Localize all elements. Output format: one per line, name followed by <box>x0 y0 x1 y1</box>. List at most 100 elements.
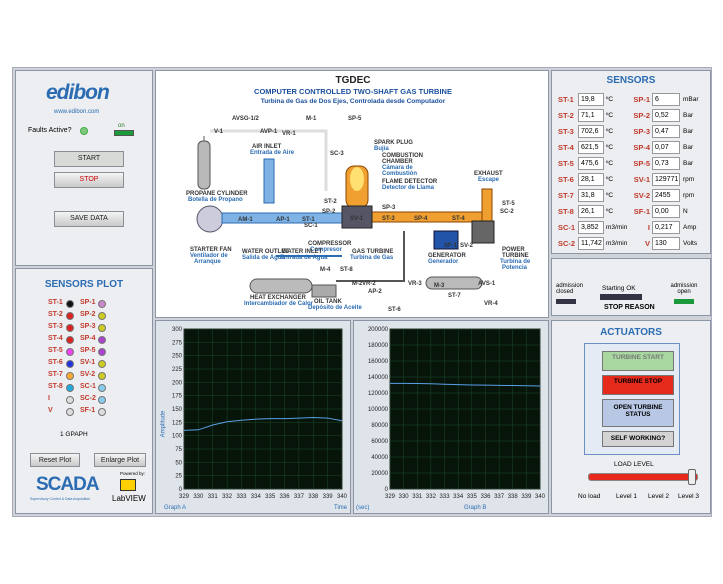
legend-toggle[interactable] <box>66 348 74 356</box>
series-line <box>183 417 343 431</box>
legend-toggle[interactable] <box>98 336 106 344</box>
label-detector-llama: Detector de Llama <box>382 185 435 191</box>
sensor-value: 2455 <box>652 189 680 202</box>
label-st6: ST-6 <box>388 307 401 313</box>
sensor-label: ST-2 <box>558 111 574 120</box>
turbine-stop-button[interactable]: TURBINE STOP <box>602 375 674 395</box>
status-panel: admission closed Starting OK admission o… <box>551 258 711 316</box>
legend-toggle[interactable] <box>66 312 74 320</box>
sensor-label: ST-7 <box>558 191 574 200</box>
x-tick-label: 332 <box>426 494 437 500</box>
legend-toggle[interactable] <box>66 396 74 404</box>
sensor-value: 0,73 <box>652 157 680 170</box>
legend-toggle[interactable] <box>98 324 106 332</box>
legend-toggle[interactable] <box>66 360 74 368</box>
label-deposito: Depósito de Aceite <box>308 305 362 311</box>
legend-toggle[interactable] <box>98 300 106 308</box>
legend-toggle[interactable] <box>66 336 74 344</box>
sensor-value: 71,1 <box>578 109 604 122</box>
label-gas-turbine: GAS TURBINE <box>352 249 394 255</box>
sensor-unit: Bar <box>683 160 694 167</box>
label-vr2: VR-2 <box>362 281 376 287</box>
faults-led <box>80 127 88 135</box>
load-tick-2: Level 2 <box>648 493 669 500</box>
open-turbine-status-button[interactable]: OPEN TURBINE STATUS <box>602 399 674 427</box>
diagram-title: TGDEC <box>335 75 371 86</box>
stop-button[interactable]: STOP <box>54 172 124 188</box>
label-entrada-agua: Entrada de Agua <box>280 255 328 261</box>
legend-toggle[interactable] <box>66 384 74 392</box>
label-st3: ST-3 <box>382 216 395 222</box>
legend-toggle[interactable] <box>98 348 106 356</box>
enlarge-plot-button[interactable]: Enlarge Plot <box>94 453 146 467</box>
label-intercambiador: Intercambiador de Calor <box>244 301 314 307</box>
label-sp4: SP-4 <box>414 216 428 222</box>
legend-label: SF-1 <box>80 407 96 414</box>
admission-open-label: admission open <box>670 283 698 295</box>
legend-toggle[interactable] <box>66 324 74 332</box>
x-tick-label: 333 <box>236 494 247 500</box>
load-level-slider-thumb[interactable] <box>688 469 696 485</box>
legend-label: ST-5 <box>48 347 63 354</box>
legend-toggle[interactable] <box>66 300 74 308</box>
load-level-slider[interactable] <box>588 473 698 481</box>
sensor-label: ST-1 <box>558 95 574 104</box>
label-m3: M-3 <box>434 283 445 289</box>
x-tick-label: 337 <box>294 494 305 500</box>
y-tick-label: 200000 <box>368 327 389 333</box>
y-tick-label: 140000 <box>368 375 389 381</box>
x-tick-label: 335 <box>467 494 478 500</box>
scada-subtitle: Supervisory Control & Data Acquisition <box>30 497 91 501</box>
sensor-value: 0,07 <box>652 141 680 154</box>
y-tick-label: 50 <box>175 460 182 466</box>
y-tick-label: 275 <box>172 340 183 346</box>
y-tick-label: 120000 <box>368 391 389 397</box>
turbine-start-button[interactable]: TURBINE START <box>602 351 674 371</box>
load-tick-1: Level 1 <box>616 493 637 500</box>
legend-toggle[interactable] <box>66 408 74 416</box>
legend-toggle[interactable] <box>98 372 106 380</box>
process-diagram <box>196 129 495 298</box>
legend-toggle[interactable] <box>98 312 106 320</box>
app-window: edibon www.edibon.com Faults Active? on … <box>12 67 712 517</box>
on-led[interactable] <box>114 130 134 136</box>
actuators-title: ACTUATORS <box>600 327 662 338</box>
sensor-label: ST-8 <box>558 207 574 216</box>
save-data-button[interactable]: SAVE DATA <box>54 211 124 227</box>
y-tick-label: 25 <box>175 474 182 480</box>
sensor-unit: rpm <box>683 192 695 199</box>
self-working-button[interactable]: SELF WORKING? <box>602 431 674 447</box>
legend-toggle[interactable] <box>98 396 106 404</box>
sensor-label: SV-2 <box>633 191 650 200</box>
sensor-label: V <box>644 239 650 248</box>
y-tick-label: 200 <box>172 380 183 386</box>
label-m1: M-1 <box>306 116 317 122</box>
x-tick-label: 336 <box>280 494 291 500</box>
sensor-value: 621,5 <box>578 141 604 154</box>
load-tick-3: Level 3 <box>678 493 699 500</box>
sensor-unit: N <box>683 208 688 215</box>
legend-label: SV-1 <box>80 359 96 366</box>
label-avsg: AVSG-1/2 <box>232 116 259 122</box>
x-tick-label: 331 <box>412 494 423 500</box>
sensor-value: 702,6 <box>578 125 604 138</box>
reset-plot-button[interactable]: Reset Plot <box>30 453 80 467</box>
x-tick-label: 335 <box>265 494 276 500</box>
sensor-unit: Volts <box>683 240 698 247</box>
x-tick-label: 329 <box>179 494 190 500</box>
control-panel: edibon www.edibon.com Faults Active? on … <box>15 70 153 266</box>
sensor-value: 129771 <box>652 173 680 186</box>
legend-label: I <box>48 395 50 402</box>
start-button[interactable]: START <box>54 151 124 167</box>
label-ap2: AP-2 <box>368 289 382 295</box>
process-diagram-panel: TGDEC COMPUTER CONTROLLED TWO-SHAFT GAS … <box>155 70 549 318</box>
label-starter-fan: STARTER FAN <box>190 247 232 253</box>
sensor-value: 31,8 <box>578 189 604 202</box>
legend-toggle[interactable] <box>98 384 106 392</box>
legend-toggle[interactable] <box>66 372 74 380</box>
legend-toggle[interactable] <box>98 360 106 368</box>
label-turbine: TURBINE <box>502 253 529 259</box>
legend-toggle[interactable] <box>98 408 106 416</box>
sensor-label: SP-1 <box>633 95 650 104</box>
